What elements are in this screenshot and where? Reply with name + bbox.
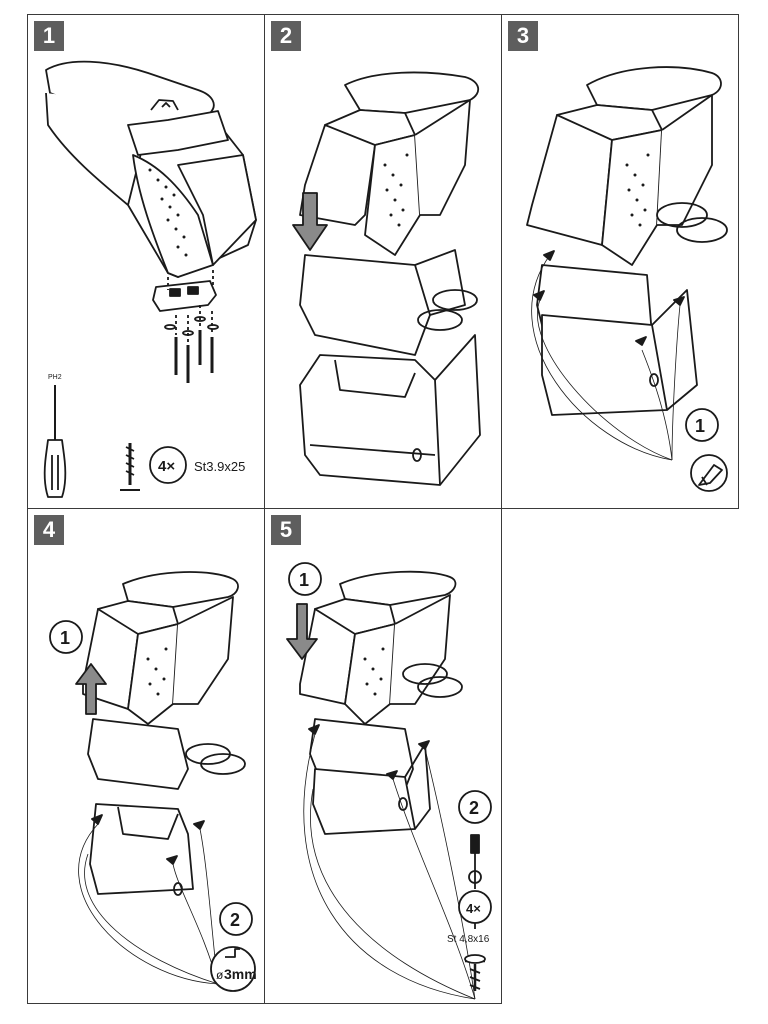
step-3-panel: 3 1 xyxy=(501,14,739,509)
step-3-badge: 3 xyxy=(508,21,538,51)
step-4-substep-a-label: 1 xyxy=(60,628,70,648)
wrench-prefix-label: ø xyxy=(216,968,224,982)
step-1-illustration: PH2 4× St3.9x25 xyxy=(43,60,257,498)
step-1-panel: 1 xyxy=(27,14,265,509)
step-2-panel: 2 xyxy=(264,14,502,509)
step-2-badge: 2 xyxy=(271,21,301,51)
step-3-substep-label: 1 xyxy=(695,416,705,436)
screw-count-label: 4× xyxy=(158,458,175,475)
step-1-badge: 1 xyxy=(34,21,64,51)
step-5-illustration: 1 2 4× St 4,8x16 xyxy=(286,562,492,1000)
step-4-substep-b-label: 2 xyxy=(230,910,240,930)
screw-spec-label: St3.9x25 xyxy=(194,459,245,474)
step-3-illustration: 1 xyxy=(526,66,728,492)
step-5-substep-a-label: 1 xyxy=(299,570,309,590)
step-5-screw-count-label: 4× xyxy=(466,901,481,916)
step-5-badge: 5 xyxy=(271,515,301,545)
wrench-size-label: 3mm xyxy=(224,966,257,982)
step-2-illustration xyxy=(292,71,481,486)
step-4-badge: 4 xyxy=(34,515,64,545)
step-4-panel: 4 1 2 xyxy=(27,508,265,1004)
step-5-panel: 5 xyxy=(264,508,502,1004)
step-5-substep-b-label: 2 xyxy=(469,798,479,818)
step-5-screw-spec-label: St 4,8x16 xyxy=(447,934,490,945)
tool-label: PH2 xyxy=(48,374,62,381)
step-4-illustration: 1 2 ø 3mm xyxy=(49,571,257,992)
